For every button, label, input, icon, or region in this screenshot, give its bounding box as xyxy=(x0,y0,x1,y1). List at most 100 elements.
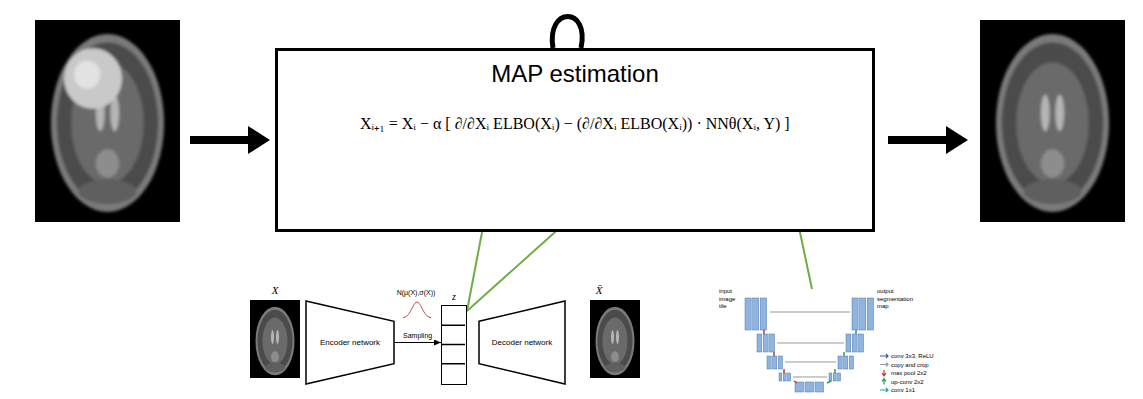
ventricle xyxy=(271,330,274,344)
feature-map-bar xyxy=(833,373,836,381)
feature-map-bar xyxy=(844,356,848,369)
legend-text: up-conv 2x2 xyxy=(891,378,924,386)
brain-tissue xyxy=(996,34,1109,212)
update-formula: Xᵢ₊₁ = Xᵢ − α [ ∂/∂Xᵢ ELBO(Xᵢ) − (∂/∂Xᵢ … xyxy=(356,111,794,137)
feature-map-bar xyxy=(867,298,873,330)
legend-sample-arrow xyxy=(882,370,886,376)
feature-map-bar xyxy=(779,373,782,381)
legend-sample-arrow xyxy=(882,379,886,385)
box-title: MAP estimation xyxy=(278,59,872,89)
feature-map-bar xyxy=(846,334,851,352)
ventricle xyxy=(276,330,279,344)
feature-map-bar xyxy=(795,382,804,392)
input-mri-image xyxy=(35,20,180,222)
cerebellum xyxy=(1024,180,1082,204)
feature-map-bar xyxy=(829,373,832,381)
vector-label: z xyxy=(442,291,466,303)
brainstem xyxy=(611,351,619,362)
brain-tissue xyxy=(51,34,164,212)
cortex xyxy=(258,310,293,372)
tumor-core xyxy=(74,60,100,88)
encoder-network: Encoder network xyxy=(305,300,395,385)
feature-map-bar xyxy=(852,334,857,352)
image-label: X xyxy=(262,284,288,297)
image-background xyxy=(980,20,1125,222)
legend-text: copy and crop xyxy=(891,361,929,369)
legend-text: conv 3x3, ReLU xyxy=(891,352,934,360)
max-pool-arrow xyxy=(794,381,797,383)
max-pool-arrow xyxy=(763,330,765,334)
copy-crop-arrow xyxy=(777,343,844,344)
feature-map-bar xyxy=(860,298,866,330)
copy-crop-arrow xyxy=(770,312,850,313)
legend-text: conv 1x1 xyxy=(891,386,915,394)
unet-input-label: input image tile xyxy=(719,288,743,311)
iteration-loop xyxy=(552,17,582,49)
up-conv-arrow xyxy=(827,381,831,383)
up-conv-arrow xyxy=(843,352,845,356)
network-label: Encoder network xyxy=(320,338,380,348)
copy-crop-arrow xyxy=(793,377,827,378)
skull-edge xyxy=(256,307,295,376)
cell-divider xyxy=(442,325,465,327)
feature-map-bar xyxy=(745,298,751,330)
up-conv-arrow xyxy=(855,330,857,334)
cortex xyxy=(1002,42,1104,204)
unet-figure xyxy=(745,298,874,392)
legend-sample-arrow xyxy=(880,354,888,358)
skull-edge xyxy=(596,307,635,376)
feature-map-bar xyxy=(753,298,759,330)
unet-output-label: output segmentation map xyxy=(877,288,919,311)
output-mri-image xyxy=(980,20,1125,222)
image-background xyxy=(250,300,300,378)
feature-map-bar xyxy=(767,356,771,369)
tumor-region xyxy=(64,48,122,109)
legend-sample-arrow xyxy=(880,363,888,367)
feature-map-bar xyxy=(757,334,762,352)
cerebellum xyxy=(265,363,285,372)
white-matter xyxy=(263,318,288,365)
trapezoid xyxy=(306,301,394,384)
vector-cells xyxy=(442,306,465,383)
feature-map-bar xyxy=(770,334,775,352)
ventricle xyxy=(1041,95,1050,131)
ventricle xyxy=(616,330,619,344)
up-conv-arrow xyxy=(834,369,836,373)
brain-tissue xyxy=(256,307,295,376)
feature-map-bar xyxy=(815,382,824,392)
feature-map-bar xyxy=(763,334,768,352)
legend-samples xyxy=(880,354,888,392)
ventricle xyxy=(1055,95,1064,131)
brainstem xyxy=(271,351,279,362)
white-matter xyxy=(603,318,628,365)
feature-map-bar xyxy=(788,373,791,381)
skull-edge xyxy=(996,34,1109,212)
gaussian-curve xyxy=(403,302,431,318)
image-background xyxy=(590,300,640,378)
edge-label: Sampling xyxy=(402,332,433,340)
max-pool-arrow xyxy=(783,369,785,373)
white-matter xyxy=(1016,62,1089,183)
vae-output-image xyxy=(590,300,640,378)
input-arrow xyxy=(190,126,270,154)
cortex xyxy=(57,42,159,204)
network-label: Decoder network xyxy=(492,338,552,348)
feature-map-bar xyxy=(778,356,782,369)
copy-crop-arrow xyxy=(785,362,836,363)
distribution-label: N(μ(X),σ(X)) xyxy=(383,289,449,298)
brainstem xyxy=(96,149,119,177)
feature-map-bar xyxy=(838,356,842,369)
legend-sample-arrow xyxy=(880,388,888,392)
image-background xyxy=(35,20,180,222)
feature-map-bar xyxy=(805,382,814,392)
trapezoid xyxy=(479,301,565,384)
cortex xyxy=(598,310,633,372)
decoder-network: Decoder network xyxy=(478,300,566,385)
feature-map-bar xyxy=(859,334,864,352)
connector-arrow xyxy=(395,342,441,343)
ventricle xyxy=(611,330,614,344)
feature-map-bar xyxy=(783,373,786,381)
